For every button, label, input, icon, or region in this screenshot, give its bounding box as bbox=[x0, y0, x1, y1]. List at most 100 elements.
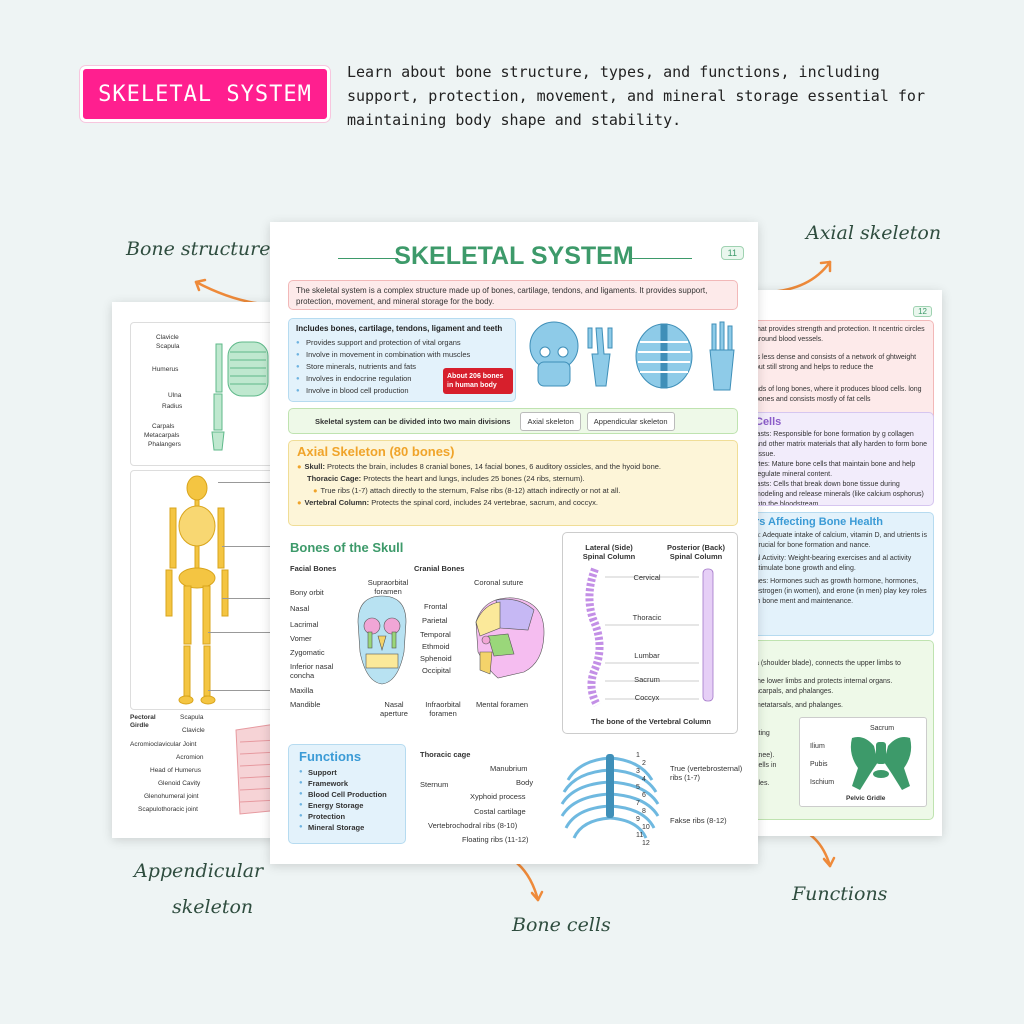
skull-mid-label: Occipital bbox=[422, 666, 451, 675]
pelvic-title: Pelvic Gridle bbox=[846, 795, 886, 802]
cells-text-1: lasts: Responsible for bone formation by… bbox=[755, 431, 927, 458]
pelvic-label-1: Ilium bbox=[810, 743, 825, 750]
health-text-3: nes: Hormones such as growth hormone, ho… bbox=[755, 578, 927, 605]
function-item: Support bbox=[299, 767, 395, 778]
function-item: Framework bbox=[299, 778, 395, 789]
rib-number-11: 11 bbox=[636, 832, 644, 839]
includes-title: Includes bones, cartilage, tendons, liga… bbox=[296, 324, 503, 333]
division-axial: Axial skeleton bbox=[520, 411, 581, 431]
sheet-appendicular: Clavicle Scapula Humerus Ulna Radius Car… bbox=[112, 302, 282, 838]
bone-illustrations bbox=[529, 321, 735, 391]
pectoral-label-0: Scapula bbox=[180, 714, 204, 721]
includes-item: Store minerals, nutrients and fats bbox=[296, 361, 508, 373]
spine-caption: The bone of the Vertebral Column bbox=[590, 717, 711, 726]
thoracic-false-ribs: Fakse ribs (8-12) bbox=[670, 816, 727, 825]
rib-number-1: 1 bbox=[636, 752, 640, 759]
spine-illustration bbox=[585, 567, 714, 707]
skull-illustrations bbox=[357, 595, 545, 685]
appendicular-box: a (shoulder blade), connects the upper l… bbox=[748, 640, 934, 820]
arm-bones-illustration bbox=[211, 341, 269, 451]
pelvic-label-0: Sacrum bbox=[870, 725, 895, 732]
arm-label-6: Metacarpals bbox=[144, 432, 180, 439]
thoracic-label: Manubrium bbox=[490, 764, 528, 773]
spine-box: Lateral (Side) Spinal Column Posterior (… bbox=[562, 532, 738, 734]
functions-box: Functions Support Framework Blood Cell P… bbox=[288, 744, 406, 844]
spine-lateral-title: Lateral (Side) Spinal Column bbox=[582, 543, 636, 561]
green-text-2: the lower limbs and protects internal or… bbox=[755, 678, 893, 685]
skull-left-label: Maxilla bbox=[290, 686, 314, 695]
skull-mid-label: Parietal bbox=[422, 616, 448, 625]
pectoral-label-7: Scapulothoracic joint bbox=[138, 806, 198, 813]
skull-section-title: Bones of the Skull bbox=[290, 540, 404, 555]
sheet-skeletal-system: SKELETAL SYSTEM 11 The skeletal system i… bbox=[270, 222, 758, 864]
function-item: Protection bbox=[299, 811, 395, 822]
skull-left-label: Inferior nasal concha bbox=[290, 662, 334, 680]
rib-number-4: 4 bbox=[642, 776, 646, 783]
frag-text-3: cells in bbox=[755, 762, 777, 769]
pectoral-label-6: Glenohumeral joint bbox=[144, 793, 199, 800]
frag-text-4: cles. bbox=[755, 780, 770, 787]
thoracic-true-ribs: True (vertebrosternal) ribs (1-7) bbox=[670, 764, 743, 782]
page-number: 11 bbox=[720, 246, 744, 260]
vertebral-desc: Protects the spinal cord, includes 24 ve… bbox=[371, 498, 599, 507]
structure-text-3: nds of long bones, where it produces blo… bbox=[755, 386, 922, 403]
pelvic-label-2: Pubis bbox=[810, 761, 828, 768]
skull-mid-label: Frontal bbox=[424, 602, 448, 611]
cells-title: Cells bbox=[755, 416, 782, 428]
function-item: Blood Cell Production bbox=[299, 789, 395, 800]
rib-number-6: 6 bbox=[642, 792, 646, 799]
main-title: SKELETAL SYSTEM bbox=[394, 242, 634, 270]
divisions-box: Skeletal system can be divided into two … bbox=[288, 408, 738, 434]
function-item: Energy Storage bbox=[299, 800, 395, 811]
pectoral-label-1: Clavicle bbox=[182, 727, 205, 734]
green-text-1: a (shoulder blade), connects the upper l… bbox=[755, 660, 901, 667]
title-badge: SKELETAL SYSTEM bbox=[80, 66, 330, 122]
mental-foramen-label: Mental foramen bbox=[476, 700, 529, 709]
health-text-1: n: Adequate intake of calcium, vitamin D… bbox=[755, 532, 927, 549]
bone-cells-box: Cells lasts: Responsible for bone format… bbox=[748, 412, 934, 506]
pectoral-label-4: Head of Humerus bbox=[150, 767, 201, 774]
label-axial-skeleton: Axial skeleton bbox=[806, 222, 942, 244]
green-text-3: acarpals, and phalanges. bbox=[755, 688, 834, 695]
rib-number-3: 3 bbox=[636, 768, 640, 775]
right-page-number: 12 bbox=[913, 306, 932, 317]
pectoral-label-5: Glenoid Cavity bbox=[158, 780, 201, 787]
ribs-desc: True ribs (1-7) attach directly to the s… bbox=[320, 486, 621, 495]
full-skeleton-illustration bbox=[165, 475, 229, 705]
arm-label-1: Scapula bbox=[156, 343, 180, 350]
thoracic-cage-illustration bbox=[560, 754, 660, 839]
facial-bones-heading: Facial Bones bbox=[290, 564, 337, 573]
thoracic-title: Thoracic cage bbox=[420, 750, 471, 759]
arm-label-3: Ulna bbox=[168, 392, 182, 399]
rib-number-10: 10 bbox=[642, 824, 650, 831]
skull-left-label: Bony orbit bbox=[290, 588, 324, 597]
rib-number-2: 2 bbox=[642, 760, 646, 767]
pectoral-label-2: Acromioclavicular Joint bbox=[130, 741, 197, 748]
skull-left-label: Nasal bbox=[290, 604, 310, 613]
axial-title: Axial Skeleton (80 bones) bbox=[297, 444, 455, 459]
rib-number-9: 9 bbox=[636, 816, 640, 823]
skull-left-label: Mandible bbox=[290, 700, 321, 709]
pectoral-title: Pectoral Girdle bbox=[130, 714, 156, 729]
rib-number-7: 7 bbox=[636, 800, 640, 807]
thoracic-label: Floating ribs (11-12) bbox=[462, 835, 529, 844]
cranial-bones-heading: Cranial Bones bbox=[414, 564, 465, 573]
thoracic-desc: Protects the heart and lungs, includes 2… bbox=[363, 474, 585, 483]
pelvic-label-3: Ischium bbox=[810, 779, 835, 786]
thoracic-sternum-label: Sternum bbox=[420, 780, 449, 789]
frag-text-1: cting bbox=[755, 730, 770, 737]
sheet-bone-cells: 12 that provides strength and protection… bbox=[742, 290, 942, 836]
spine-posterior-title: Posterior (Back) Spinal Column bbox=[667, 543, 725, 561]
intro-box: The skeletal system is a complex structu… bbox=[288, 280, 738, 310]
title-badge-text: SKELETAL SYSTEM bbox=[98, 81, 312, 107]
arm-label-7: Phalangers bbox=[148, 441, 181, 448]
thoracic-label: Body bbox=[516, 778, 534, 787]
includes-item: Provides support and protection of vital… bbox=[296, 337, 508, 349]
arm-label-0: Clavicle bbox=[156, 334, 179, 341]
nasal-aperture-label: Nasal aperture bbox=[380, 700, 408, 718]
health-title: rs Affecting Bone Health bbox=[755, 516, 883, 528]
label-appendicular-2: skeleton bbox=[172, 896, 254, 918]
arm-label-5: Carpals bbox=[152, 423, 175, 430]
division-appendicular: Appendicular skeleton bbox=[586, 411, 675, 431]
spine-region: Lumbar bbox=[634, 651, 660, 660]
